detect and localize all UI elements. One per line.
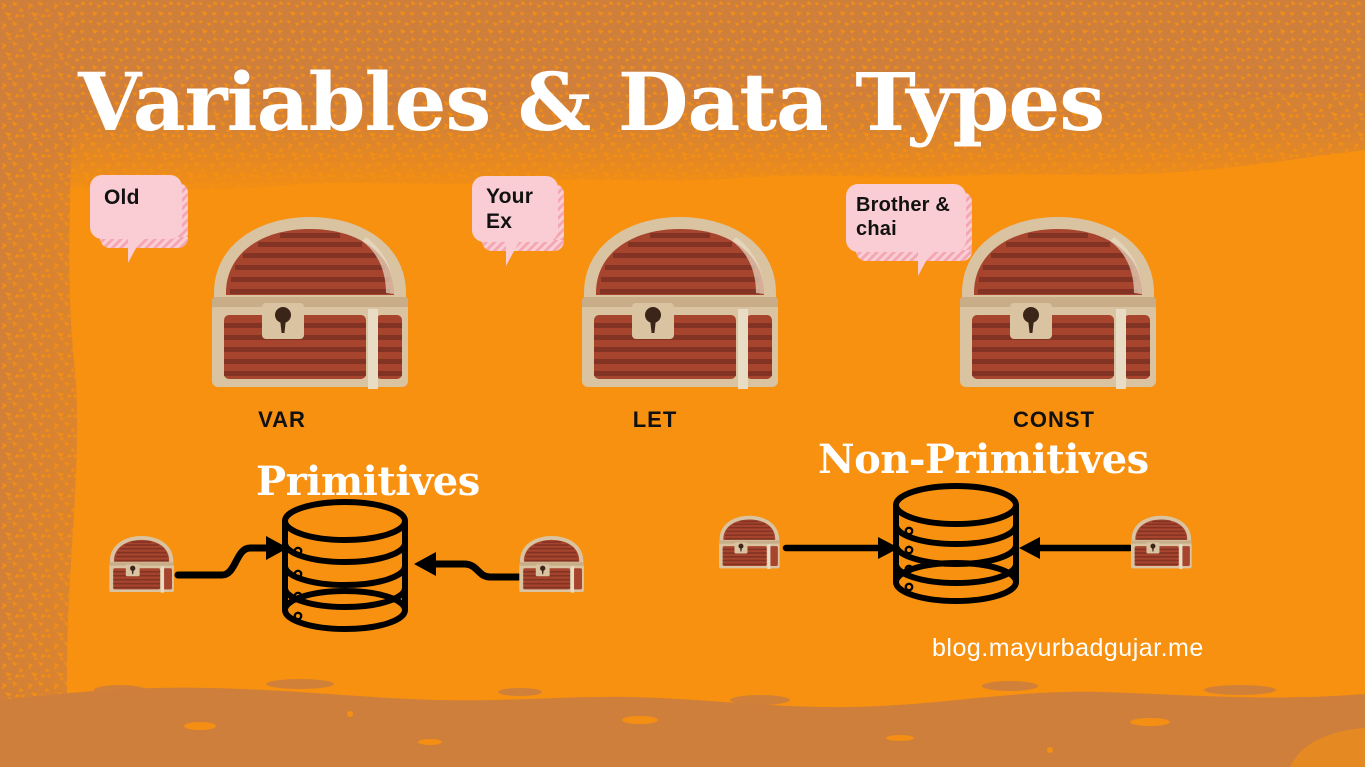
speech-bubble-const-line-1: Brother & (856, 194, 951, 216)
diagram-primitives (90, 480, 610, 640)
speech-bubble-const: Brother & chai (846, 184, 972, 276)
arrow-head-left-in (878, 537, 899, 559)
arrow-head-right-in (414, 552, 436, 576)
section-heading-primitives: Primitives (256, 458, 480, 505)
chest-label-const: CONST (1013, 407, 1095, 432)
arrow-icon-left-in (174, 544, 272, 579)
speech-bubble-let-line-1: Your (486, 185, 534, 208)
treasure-chest-small-left (109, 535, 174, 593)
speech-bubble-var-line-1: Old (104, 186, 140, 209)
arrow-head-left-in (266, 536, 288, 560)
arrow-head-right-in (1019, 537, 1040, 559)
keyhole-icon (645, 307, 661, 333)
chest-label-let: LET (632, 407, 678, 432)
database-cylinder-icon (282, 499, 408, 632)
diagram-primitives-svg (109, 499, 584, 632)
treasure-chest-var (196, 205, 424, 405)
speech-bubble-const-line-2: chai (856, 218, 897, 240)
treasure-chest-const (944, 205, 1172, 405)
chest-label-var: VAR (258, 407, 306, 432)
keyhole-icon (275, 307, 291, 333)
treasure-chest-icon (212, 217, 408, 389)
treasure-chest-small-right (519, 535, 584, 593)
treasure-chest-small-right (1130, 515, 1192, 570)
page-title: Variables & Data Types (78, 55, 1105, 149)
database-disc-dots (293, 546, 303, 621)
database-cylinder-icon (893, 483, 1019, 604)
keyhole-icon (1023, 307, 1039, 333)
treasure-chest-let (566, 205, 794, 405)
diagram-non-primitives (700, 470, 1220, 610)
treasure-chest-icon (960, 217, 1156, 389)
speech-bubble-var: Old (90, 175, 188, 263)
database-disc-dots (904, 526, 914, 592)
speech-bubble-let-line-2: Ex (486, 210, 513, 234)
speech-bubble-let: Your Ex (472, 176, 564, 266)
treasure-chest-icon (582, 217, 778, 389)
diagram-non-primitives-svg (718, 483, 1192, 604)
section-heading-non-primitives: Non-Primitives (818, 436, 1149, 483)
footer-blog-url[interactable]: blog.mayurbadgujar.me (932, 634, 1204, 662)
arrow-icon-right-in (430, 560, 524, 581)
treasure-chest-small-left (718, 515, 780, 570)
